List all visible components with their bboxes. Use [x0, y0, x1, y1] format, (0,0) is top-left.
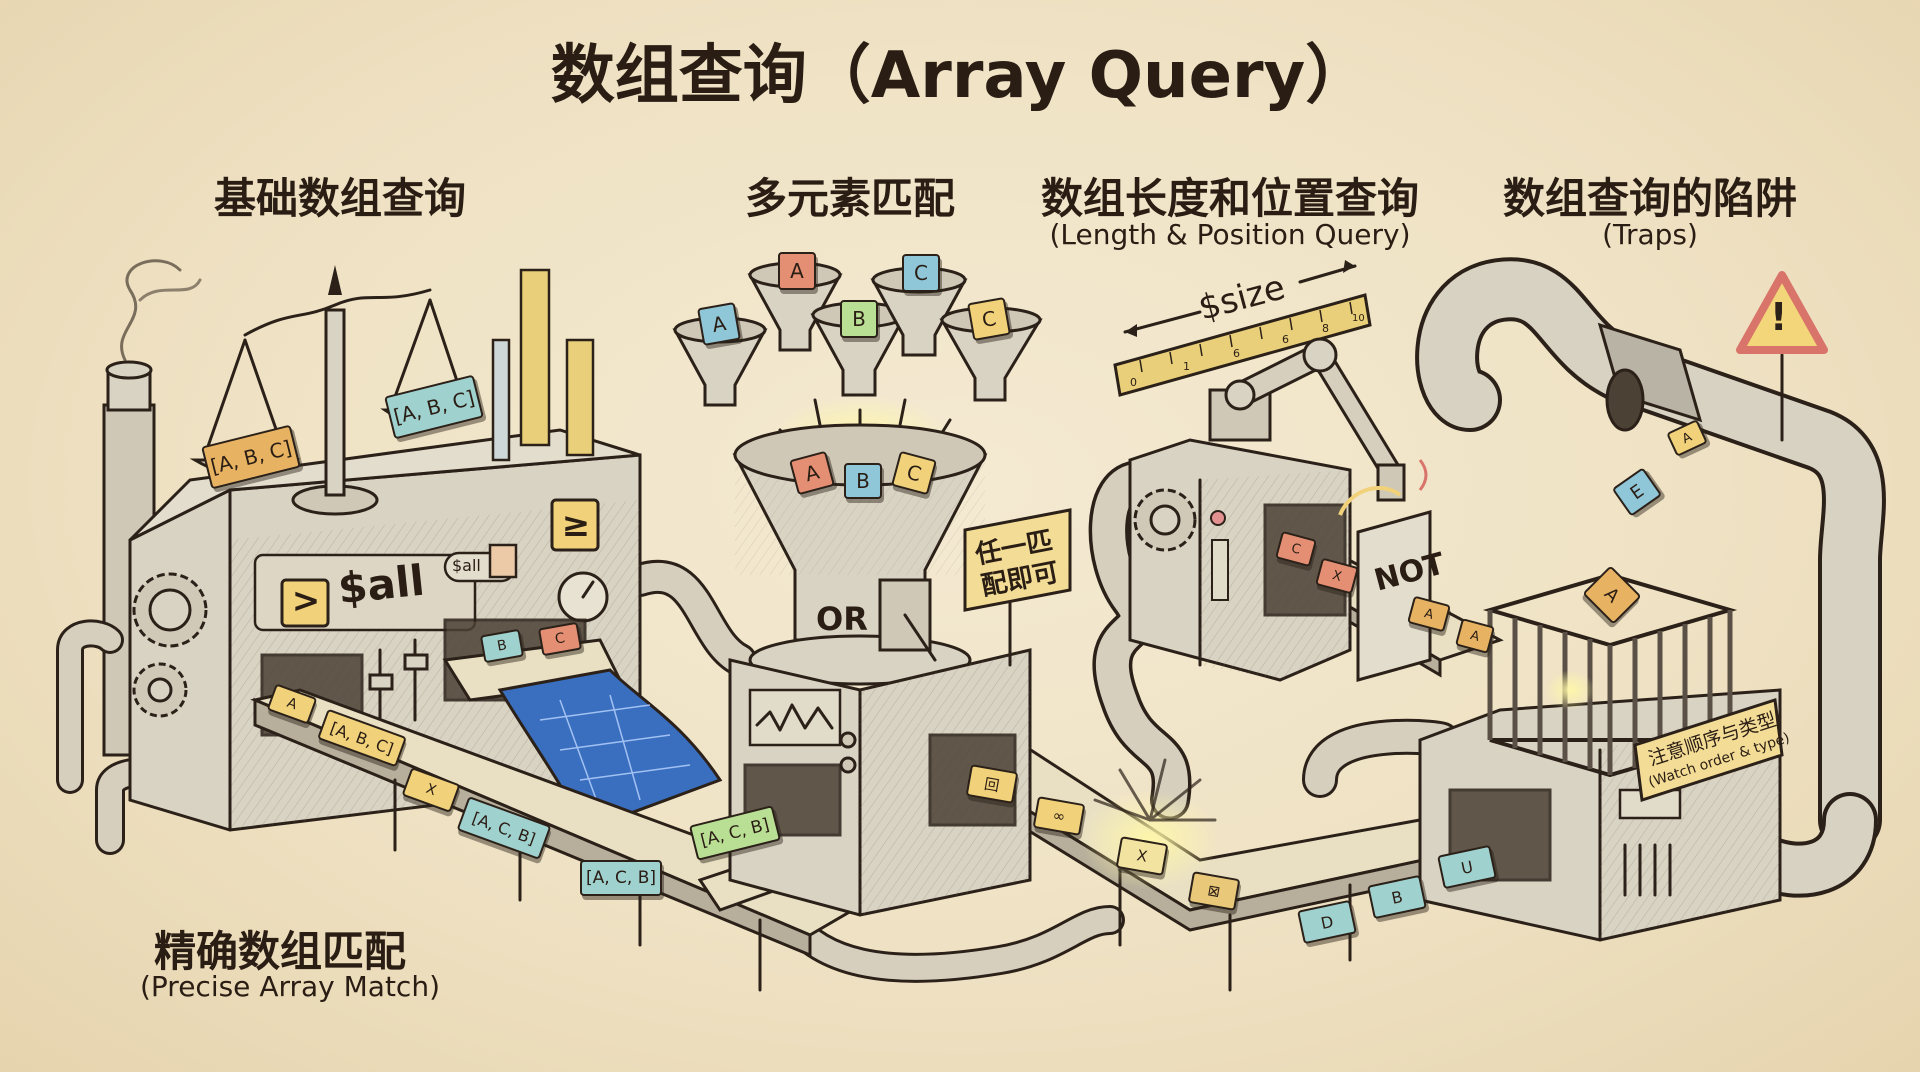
funnel-block: B: [840, 300, 878, 338]
section-title-length: 数组长度和位置查询: [1040, 174, 1419, 223]
funnel-block: A: [696, 301, 742, 347]
ruler-tick: 6: [1233, 347, 1240, 360]
ruler-tick: 1: [1183, 360, 1190, 373]
funnel-block: A: [778, 252, 816, 290]
section-subtitle-length: (Length & Position Query): [1049, 218, 1411, 251]
not-gate: [1356, 510, 1432, 682]
ruler-tick: 8: [1322, 322, 1329, 335]
all-operator-label: $all: [335, 555, 427, 614]
section-title-precise: 精确数组匹配: [153, 927, 406, 976]
funnel-block: C: [902, 254, 940, 292]
connecting-pipes: [623, 257, 1886, 983]
blueprint: [497, 668, 723, 832]
funnel-block: C: [966, 296, 1012, 342]
ruler-tick: 6: [1282, 333, 1289, 346]
gte-button-label: ≥: [561, 505, 591, 545]
page-title: 数组查询（Array Query）: [550, 39, 1370, 113]
warning-icon: !: [1770, 295, 1788, 339]
section-title-basic: 基础数组查询: [213, 174, 466, 223]
any-match-sign: [963, 508, 1072, 612]
gte-button: [550, 498, 600, 552]
sparkle-effect: [1080, 790, 1220, 890]
traps-machine: [1418, 271, 1828, 942]
section-subtitle-precise: (Precise Array Match): [139, 970, 440, 1003]
all-switch-label: $all: [452, 556, 481, 575]
section-subtitle-traps: (Traps): [1602, 218, 1698, 251]
watch-order-sign: [1633, 698, 1784, 802]
section-title-traps: 数组查询的陷阱: [1502, 174, 1797, 223]
ruler-tick: 10: [1352, 313, 1365, 324]
precise-belt-block: [A, C, B]: [580, 860, 662, 896]
gt-button: [280, 578, 330, 628]
size-ruler: [1113, 293, 1372, 397]
warning-triangle: [1736, 271, 1828, 354]
length-position-machine: [1113, 260, 1432, 682]
section-title-multi: 多元素匹配: [744, 174, 955, 223]
hopper-block: B: [844, 463, 882, 499]
gt-button-label: >: [291, 581, 321, 621]
or-label: OR: [816, 600, 868, 638]
ruler-vertical-tall: [519, 268, 551, 447]
ruler-tick: 0: [1130, 376, 1137, 389]
